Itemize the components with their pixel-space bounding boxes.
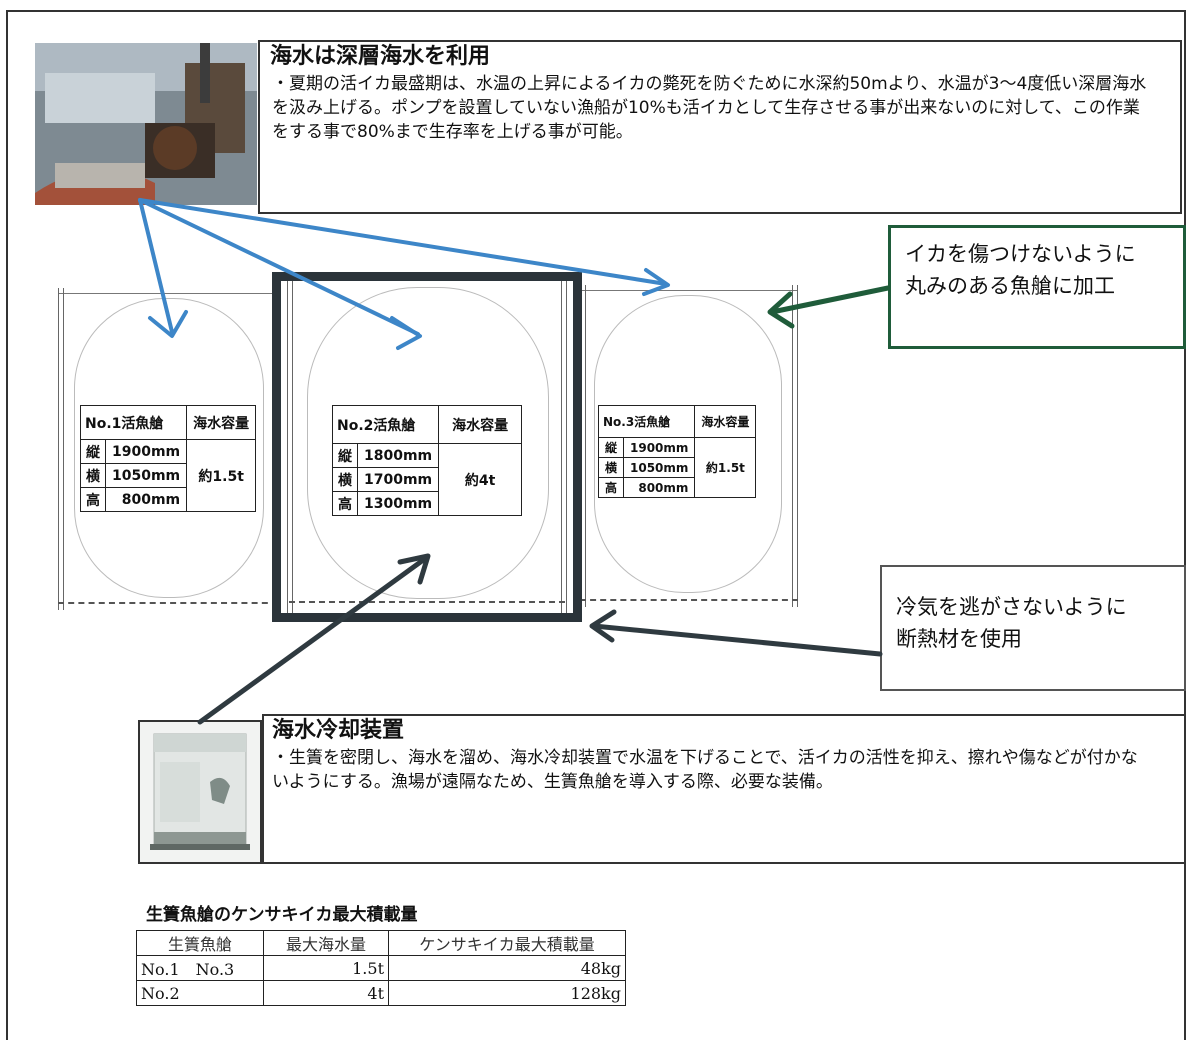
tank-edge-right: [561, 281, 567, 613]
cooler-box: 海水冷却装置 生簀を密閉し、海水を溜め、海水冷却装置で水温を下げることで、活イカ…: [262, 714, 1186, 864]
tank-2-capacity: 約4t: [438, 443, 523, 516]
tank-edge-left: [58, 288, 64, 610]
tank-floor: [289, 601, 565, 609]
tank-1-dim-key: 横: [80, 463, 106, 488]
deep-water-text-content: 夏期の活イカ最盛期は、水温の上昇によるイカの斃死を防ぐために水深約50mより、水…: [272, 74, 1147, 142]
load-table: 生簀魚艙 最大海水量 ケンサキイカ最大積載量 No.1 No.3 1.5t 48…: [136, 930, 626, 1006]
tank-2-dim-value: 1800mm: [356, 443, 440, 468]
tank-3-dim-value: 800mm: [622, 477, 696, 498]
tank-oval: [307, 287, 549, 599]
note-insulation-line1: 冷気を逃がさないように: [896, 595, 1127, 619]
tank-floor: [58, 602, 278, 610]
cooler-title: 海水冷却装置: [272, 718, 405, 743]
tank-floor: [580, 599, 798, 607]
tank-edge-right: [792, 285, 798, 607]
tank-2-dim-value: 1700mm: [356, 467, 440, 492]
tank-oval: [594, 295, 782, 593]
table-row: No.2 4t 128kg: [136, 980, 626, 1006]
load-table-header: 生簀魚艙: [136, 930, 264, 956]
note-insulation: 冷気を逃がさないように 断熱材を使用: [880, 565, 1186, 691]
tank-1-dim-value: 1050mm: [104, 463, 188, 488]
tank-edge-left: [287, 281, 293, 613]
tank-3-dim-key: 縦: [598, 437, 624, 458]
note-insulation-line2: 断熱材を使用: [896, 627, 1022, 651]
load-table-cell: 48kg: [388, 955, 626, 981]
pump-photo: [35, 43, 257, 205]
arrow-to-tank-3: [138, 198, 670, 296]
arrow-to-tank-1: [138, 198, 188, 338]
tank-3-dim-value: 1900mm: [622, 437, 696, 458]
cooler-photo: [138, 720, 262, 864]
cooler-text: 生簀を密閉し、海水を溜め、海水冷却装置で水温を下げることで、活イカの活性を抑え、…: [272, 746, 1152, 794]
load-table-cell: 1.5t: [263, 955, 389, 981]
tank-3-capacity: 約1.5t: [694, 437, 757, 498]
tank-1-dim-value: 800mm: [104, 487, 188, 512]
table-row: No.1 No.3 1.5t 48kg: [136, 955, 626, 981]
tank-1-dim-key: 縦: [80, 439, 106, 464]
tank-2-dim-key: 高: [332, 491, 358, 516]
note-round-line1: イカを傷つけないように: [905, 242, 1136, 266]
deep-water-box: 海水は深層海水を利用 夏期の活イカ最盛期は、水温の上昇によるイカの斃死を防ぐため…: [258, 40, 1182, 214]
tank-1-dim-key: 高: [80, 487, 106, 512]
arrow-to-tank-2: [138, 198, 422, 350]
tank-oval: [74, 298, 264, 598]
tank-rim: [58, 288, 278, 294]
tank-2-dim-key: 横: [332, 467, 358, 492]
deep-water-text: 夏期の活イカ最盛期は、水温の上昇によるイカの斃死を防ぐために水深約50mより、水…: [270, 72, 1152, 144]
tank-3-dim-key: 横: [598, 457, 624, 478]
arrow-insulation: [589, 609, 883, 657]
note-round-tank: イカを傷つけないように 丸みのある魚艙に加工: [888, 225, 1186, 349]
tank-3-cap-label: 海水容量: [694, 405, 757, 438]
tank-1-capacity: 約1.5t: [186, 439, 257, 512]
arrow-round-tank: [767, 285, 891, 329]
load-table-cell: 128kg: [388, 980, 626, 1006]
load-table-cell: No.1 No.3: [136, 955, 264, 981]
tank-1-cap-label: 海水容量: [186, 405, 257, 440]
deep-water-title: 海水は深層海水を利用: [270, 44, 491, 69]
tank-2-dim-value: 1300mm: [356, 491, 440, 516]
tank-rim: [580, 285, 798, 291]
tank-1-name: No.1活魚艙: [79, 405, 188, 440]
tank-3-dim-key: 高: [598, 477, 624, 498]
note-round-line2: 丸みのある魚艙に加工: [905, 274, 1115, 298]
load-table-header: 最大海水量: [263, 930, 389, 956]
arrow-cooler: [197, 553, 431, 725]
page-frame: [6, 10, 1186, 1040]
tank-2-name: No.2活魚艙: [331, 405, 440, 444]
load-table-title: 生簀魚艙のケンサキイカ最大積載量: [146, 905, 418, 925]
cooler-text-content: 生簀を密閉し、海水を溜め、海水冷却装置で水温を下げることで、活イカの活性を抑え、…: [272, 748, 1138, 792]
